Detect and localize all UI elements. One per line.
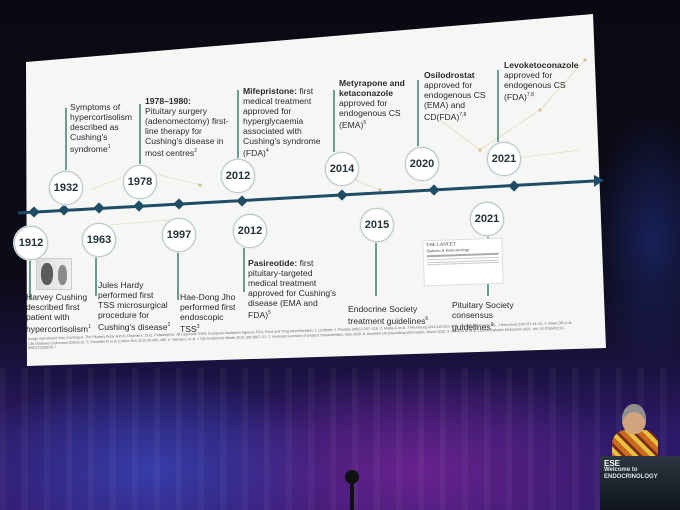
year-circle: 1912 [14, 226, 48, 260]
event-text-1912: Harvey Cushing described first patient w… [26, 292, 91, 334]
year-circle: 2015 [360, 208, 394, 242]
stage-light-stripes [0, 368, 680, 510]
event-text-2015: Endocrine Society treatment guidelines6 [348, 304, 429, 326]
year-circle: 1963 [82, 223, 116, 257]
event-text-1963: Jules Hardy performed first TSS microsur… [98, 280, 171, 332]
event-text-1978: 1978–1980:Pituitary surgery (adenomectom… [145, 96, 229, 158]
timeline-axis [17, 179, 595, 215]
podium [600, 456, 680, 510]
event-text-mifepristone: Mifepristone: first medical treatment ap… [243, 86, 321, 158]
timeline-markers [28, 180, 520, 218]
event-text-1932: Symptoms of hypercortisolism described a… [70, 102, 133, 154]
year-circle: 1997 [162, 218, 196, 252]
year-circle: 2021 [487, 142, 521, 176]
connectors-top [65, 70, 499, 172]
year-circle: 2021 [470, 202, 504, 236]
year-circle: 2014 [325, 152, 359, 186]
microphone-stand [350, 482, 354, 510]
year-circle: 2020 [405, 147, 439, 181]
timeline-arrow [594, 175, 604, 187]
microphone [345, 470, 359, 484]
year-circle: 1978 [123, 165, 157, 199]
event-text-pasireotide: Pasireotide: first pituitary-targeted me… [248, 258, 337, 320]
lancet-article-thumbnail: THE LANCET Diabetes & Endocrinology [422, 237, 504, 287]
year-circle: 2012 [233, 214, 267, 248]
event-text-metyrapone: Metyrapone and ketaconazole approved for… [339, 78, 405, 130]
event-text-levoketoconazole: Levoketoconazole approved for endogenous… [504, 60, 579, 102]
year-circle: 1932 [49, 171, 83, 205]
event-text-osilodrostat: Osilodrostat approved for endogenous CS … [424, 70, 486, 122]
event-text-1997: Hae-Dong Jho performed first endoscopic … [180, 292, 236, 334]
podium-logo: ESE Welcome to ENDOCRINOLOGY [604, 459, 658, 481]
year-circle: 2012 [221, 159, 255, 193]
speaker-head [622, 404, 646, 434]
harvey-cushing-patient-photo [36, 258, 72, 290]
event-text-pituitary-society: Pituitary Society consensus guidelines9 [452, 300, 514, 332]
